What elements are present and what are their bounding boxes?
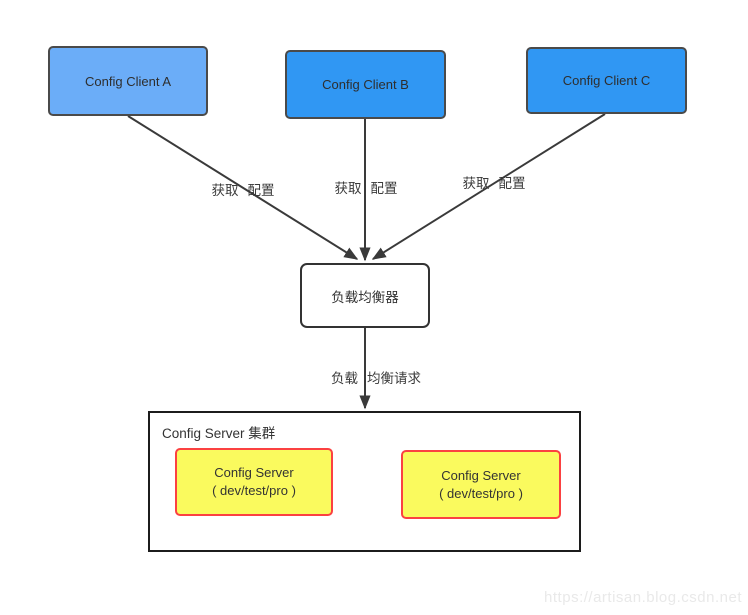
node-config-client-a: Config Client A — [48, 46, 208, 116]
edge-label-text: 配置 — [370, 181, 398, 196]
node-config-client-c: Config Client C — [526, 47, 687, 114]
server-label-line1: Config Server — [214, 465, 294, 480]
node-config-server-cluster: Config Server 集群 Config Server ( dev/tes… — [148, 411, 581, 552]
edge-label-text: 配置 — [498, 176, 526, 191]
edge-label-lb-request: 负载均衡请求 — [331, 367, 421, 387]
edge-label-text: 获取 — [211, 183, 239, 198]
edge-label-text: 负载 — [331, 371, 358, 386]
watermark-text: https://artisan.blog.csdn.net — [544, 589, 742, 606]
edge-label-text: 配置 — [247, 183, 275, 198]
node-label: Config Client A — [85, 73, 171, 89]
edge-label-fetch-config-c: 获取配置 — [463, 172, 526, 192]
node-config-server-2: Config Server ( dev/test/pro ) — [401, 450, 561, 519]
edge-label-text: 获取 — [334, 181, 362, 196]
edge-label-text: 均衡请求 — [367, 371, 421, 386]
server-label-line2: ( dev/test/pro ) — [212, 483, 296, 498]
edge-label-fetch-config-b: 获取配置 — [335, 177, 398, 197]
cluster-title: Config Server 集群 — [162, 426, 276, 441]
node-label: Config Client B — [322, 77, 409, 92]
edge-label-fetch-config-a: 获取配置 — [212, 179, 275, 199]
edge-label-text: 获取 — [462, 176, 490, 191]
node-label: 负载均衡器 — [331, 289, 399, 305]
node-config-client-b: Config Client B — [285, 50, 446, 119]
server-label-line1: Config Server — [441, 467, 521, 483]
node-load-balancer: 负载均衡器 — [300, 263, 430, 328]
server-label-line2: ( dev/test/pro ) — [439, 485, 523, 501]
node-config-server-1: Config Server ( dev/test/pro ) — [175, 448, 333, 516]
node-label: Config Client C — [562, 73, 651, 88]
